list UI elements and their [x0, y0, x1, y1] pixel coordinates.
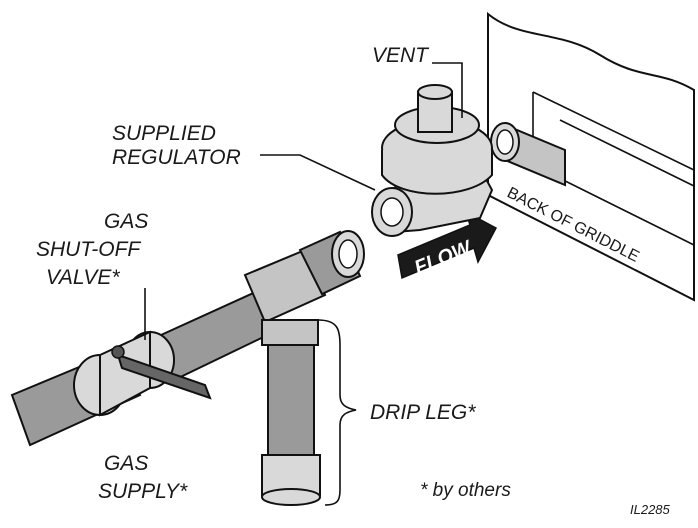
drip-leg-pipe [261, 344, 321, 506]
valve-label-line2: SHUT-OFF [36, 238, 141, 261]
gas-supply-label-line1: GAS [104, 452, 148, 475]
vent-label: VENT [372, 44, 430, 67]
regulator-icon [371, 84, 494, 237]
valve-label-line1: GAS [104, 210, 148, 233]
valve-label-line3: VALVE* [46, 266, 120, 289]
regulator-label-line2: REGULATOR [112, 146, 241, 169]
tee-fitting [243, 230, 365, 346]
valve-icon [73, 330, 212, 417]
gas-supply-label-line2: SUPPLY* [98, 480, 188, 503]
drip-leg-label: DRIP LEG* [370, 401, 476, 424]
regulator-label-line1: SUPPLIED [112, 122, 216, 145]
figure-code: IL2285 [630, 502, 671, 517]
by-others-note: * by others [420, 480, 511, 501]
leader-lines [144, 62, 463, 506]
